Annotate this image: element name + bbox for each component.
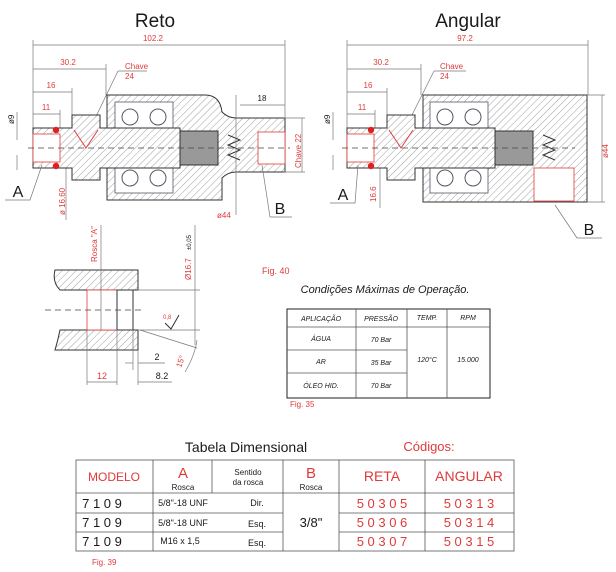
angular-dim-16-6: 16.6 — [369, 186, 378, 202]
fig-35-caption: Fig. 35 — [290, 400, 315, 409]
angular-chave-value: 24 — [440, 72, 449, 81]
angular-code-cell: 5 0 3 1 5 — [444, 534, 495, 549]
header-sentido-1: Sentido — [234, 468, 262, 477]
operating-conditions-table: Condições Máximas de Operação. APLICAÇÃO… — [286, 284, 491, 409]
angular-title: Angular — [435, 11, 501, 32]
header-angular: ANGULAR — [435, 468, 503, 484]
header-rpm: RPM — [460, 315, 476, 322]
dimensional-title: Tabela Dimensional — [185, 439, 307, 455]
header-aplicacao: APLICAÇÃO — [300, 314, 342, 323]
angular-label-b: B — [584, 222, 595, 239]
header-a: A — [178, 465, 188, 482]
reto-chave-value: 24 — [125, 72, 134, 81]
rosca-cell: M16 x 1,5 — [160, 536, 200, 546]
angular-code-cell: 5 0 3 1 3 — [444, 496, 495, 511]
angular-drawing: Angular 97.2 30.2 16 11 Chave 24 ø9 16.6… — [323, 11, 610, 239]
dimensional-table: Tabela Dimensional Códigos: MODELO A Ros… — [75, 439, 515, 567]
rosca-cell: 5/8"-18 UNF — [158, 498, 208, 508]
detail-angle: 15° — [174, 354, 187, 368]
reto-dim-30: 30.2 — [60, 58, 76, 67]
reto-dim-dia1660: ø 16.60 — [58, 187, 67, 215]
modelo-cell: 7 1 0 9 — [82, 496, 122, 511]
reta-code-cell: 5 0 3 0 6 — [357, 515, 408, 530]
detail-rosca-label: Rosca "A" — [90, 226, 99, 262]
header-reta: RETA — [364, 468, 401, 484]
modelo-cell: 7 1 0 9 — [82, 515, 122, 530]
sentido-cell: Dir. — [250, 498, 264, 508]
reto-dim-18: 18 — [258, 94, 267, 103]
detail-dim-8-2: 8.2 — [156, 371, 169, 381]
angular-dim-dia9: ø9 — [323, 114, 332, 124]
detail-dim-12: 12 — [97, 371, 107, 381]
angular-dim-11: 11 — [358, 103, 367, 112]
app-cell: AR — [315, 359, 326, 366]
angular-chave-label: Chave — [440, 62, 464, 71]
rpm-cell: 15.000 — [457, 357, 479, 364]
reto-dim-16: 16 — [47, 81, 56, 90]
angular-dim-dia44: ø44 — [601, 144, 610, 158]
sentido-cell: Esq. — [248, 519, 266, 529]
app-cell: ÓLEO HID. — [303, 381, 338, 390]
reto-dim-chave22: Chave 22 — [294, 133, 303, 168]
temp-cell: 120°C — [417, 356, 437, 364]
angular-shaft — [346, 114, 496, 181]
reto-label-b: B — [275, 201, 286, 218]
angular-dim-16: 16 — [364, 81, 373, 90]
header-sentido-2: da rosca — [233, 478, 264, 487]
reto-title: Reto — [135, 11, 175, 32]
reto-oring — [52, 126, 60, 134]
reto-spring-icon — [226, 134, 242, 161]
reta-code-cell: 5 0 3 0 7 — [357, 534, 408, 549]
sentido-cell: Esq. — [248, 538, 266, 548]
fig-40-caption: Fig. 40 — [262, 266, 290, 276]
header-b: B — [306, 465, 316, 482]
fig-39-caption: Fig. 39 — [92, 558, 117, 567]
detail-tolerance: ±0,05 — [187, 234, 193, 250]
reto-dim-overall: 102.2 — [143, 34, 164, 43]
roughness-symbol-icon — [164, 314, 180, 330]
reta-code-cell: 5 0 3 0 5 — [357, 496, 408, 511]
angular-dim-30: 30.2 — [373, 58, 389, 67]
reto-dim-dia44: ø44 — [217, 211, 231, 220]
header-pressao: PRESSÃO — [364, 314, 398, 323]
detail-dim-2: 2 — [154, 352, 159, 362]
header-modelo: MODELO — [88, 470, 140, 484]
rosca-cell: 5/8"-18 UNF — [158, 518, 208, 528]
pressure-cell: 35 Bar — [371, 360, 392, 367]
modelo-cell: 7 1 0 9 — [82, 534, 122, 549]
pressure-cell: 70 Bar — [371, 337, 392, 344]
angular-label-a: A — [338, 187, 349, 204]
header-b-sub: Rosca — [300, 483, 323, 492]
conditions-title: Condições Máximas de Operação. — [301, 284, 470, 296]
reto-drawing: Reto 102.2 30.2 16 11 Chave 24 ø9 ø 16.6… — [5, 11, 305, 220]
angular-spring-icon — [541, 134, 557, 161]
thread-region — [86, 289, 118, 331]
thread-detail-drawing: Rosca "A" Ø16.7 ±0,05 0,8 15° 12 2 8.2 — [45, 225, 200, 385]
pressure-cell: 70 Bar — [371, 383, 392, 390]
angular-dim-overall: 97.2 — [457, 34, 473, 43]
codes-title: Códigos: — [403, 439, 454, 454]
reto-chave-label: Chave — [125, 62, 149, 71]
b-rosca-cell: 3/8" — [300, 515, 323, 530]
reto-label-a: A — [13, 184, 24, 201]
reto-dim-11: 11 — [42, 103, 51, 112]
detail-roughness: 0,8 — [163, 315, 172, 321]
app-cell: ÁGUA — [310, 334, 331, 343]
detail-diameter: Ø16.7 — [184, 258, 193, 280]
angular-code-cell: 5 0 3 1 4 — [444, 515, 495, 530]
reto-dim-dia9: ø9 — [7, 114, 16, 124]
header-a-sub: Rosca — [172, 483, 195, 492]
header-temp: TEMP. — [417, 315, 438, 322]
reto-shaft — [32, 114, 181, 181]
angular-port-b — [533, 167, 575, 202]
